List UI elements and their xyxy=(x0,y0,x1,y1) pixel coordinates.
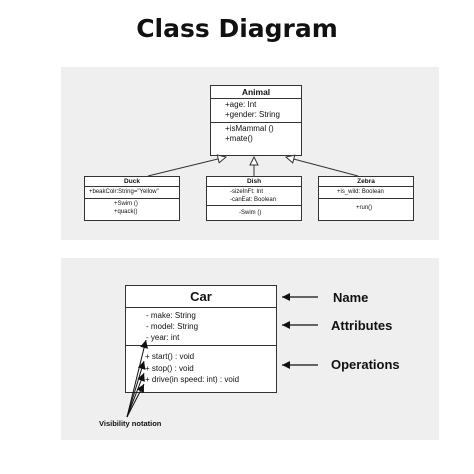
name-label: Name xyxy=(333,290,369,305)
visibility-notation-label: Visibility notation xyxy=(99,419,162,428)
animal-attributes: +age: Int +gender: String xyxy=(211,99,301,123)
operations-label: Operations xyxy=(331,357,400,372)
duck-operation: +quack() xyxy=(114,209,138,215)
zebra-class-name: Zebra xyxy=(319,177,413,187)
dish-attributes: -sizeInFt: Int -canEat: Boolean xyxy=(207,187,301,206)
zebra-inheritance-arrow xyxy=(286,157,359,177)
duck-inheritance-arrow xyxy=(147,157,226,177)
duck-operations: +Swim () +quack() xyxy=(85,199,179,216)
zebra-class-box: Zebra +is_wild: Boolean +run() xyxy=(318,176,414,221)
car-attribute: - model: String xyxy=(146,322,199,331)
page-title: Class Diagram xyxy=(136,14,338,43)
duck-class-name: Duck xyxy=(85,177,179,187)
animal-class-name: Animal xyxy=(211,86,301,99)
attributes-label: Attributes xyxy=(331,318,393,333)
visibility-pointer-arrow xyxy=(126,372,145,418)
duck-class-box: Duck +beakColr:String="Yellow" +Swim () … xyxy=(84,176,180,221)
dish-class-name: Dish xyxy=(207,177,301,187)
visibility-pointer-arrow xyxy=(126,339,148,418)
car-operation: + stop() : void xyxy=(145,363,194,373)
car-operations: + start() : void + stop() : void + drive… xyxy=(126,346,276,386)
animal-operation: +mate() xyxy=(225,134,253,143)
zebra-operations: +run() xyxy=(319,199,413,212)
car-class-box: Car - make: String - model: String - yea… xyxy=(125,285,277,393)
car-operation: + drive(in speed: int) : void xyxy=(145,375,240,384)
duck-attribute: +beakColr:String="Yellow" xyxy=(89,189,159,195)
dish-attribute: -sizeInFt: Int xyxy=(230,189,264,195)
dish-attribute: -canEat: Boolean xyxy=(230,197,277,203)
car-class-name: Car xyxy=(126,286,276,308)
car-attribute: - year: int xyxy=(146,333,180,342)
car-operation: + start() : void xyxy=(145,352,195,361)
visibility-pointer-arrow xyxy=(126,383,145,418)
animal-class-box: Animal +age: Int +gender: String +isMamm… xyxy=(210,85,302,156)
animal-operation: +isMammal () xyxy=(225,124,274,133)
zebra-attribute: +is_wild: Boolean xyxy=(337,189,384,195)
duck-operation: +Swim () xyxy=(114,201,138,207)
car-attribute: - make: String xyxy=(146,311,196,320)
animal-attribute: +gender: String xyxy=(225,110,280,119)
zebra-attributes: +is_wild: Boolean xyxy=(319,187,413,199)
duck-attributes: +beakColr:String="Yellow" xyxy=(85,187,179,199)
animal-operations: +isMammal () +mate() xyxy=(211,123,301,144)
dish-class-box: Dish -sizeInFt: Int -canEat: Boolean -Sw… xyxy=(206,176,302,221)
dish-operations: -Swim () xyxy=(207,206,301,217)
animal-attribute: +age: Int xyxy=(225,100,257,109)
dish-operation: -Swim () xyxy=(239,210,262,216)
visibility-pointer-arrow xyxy=(126,360,146,418)
zebra-operation: +run() xyxy=(356,205,373,211)
car-attributes: - make: String - model: String - year: i… xyxy=(126,308,276,346)
